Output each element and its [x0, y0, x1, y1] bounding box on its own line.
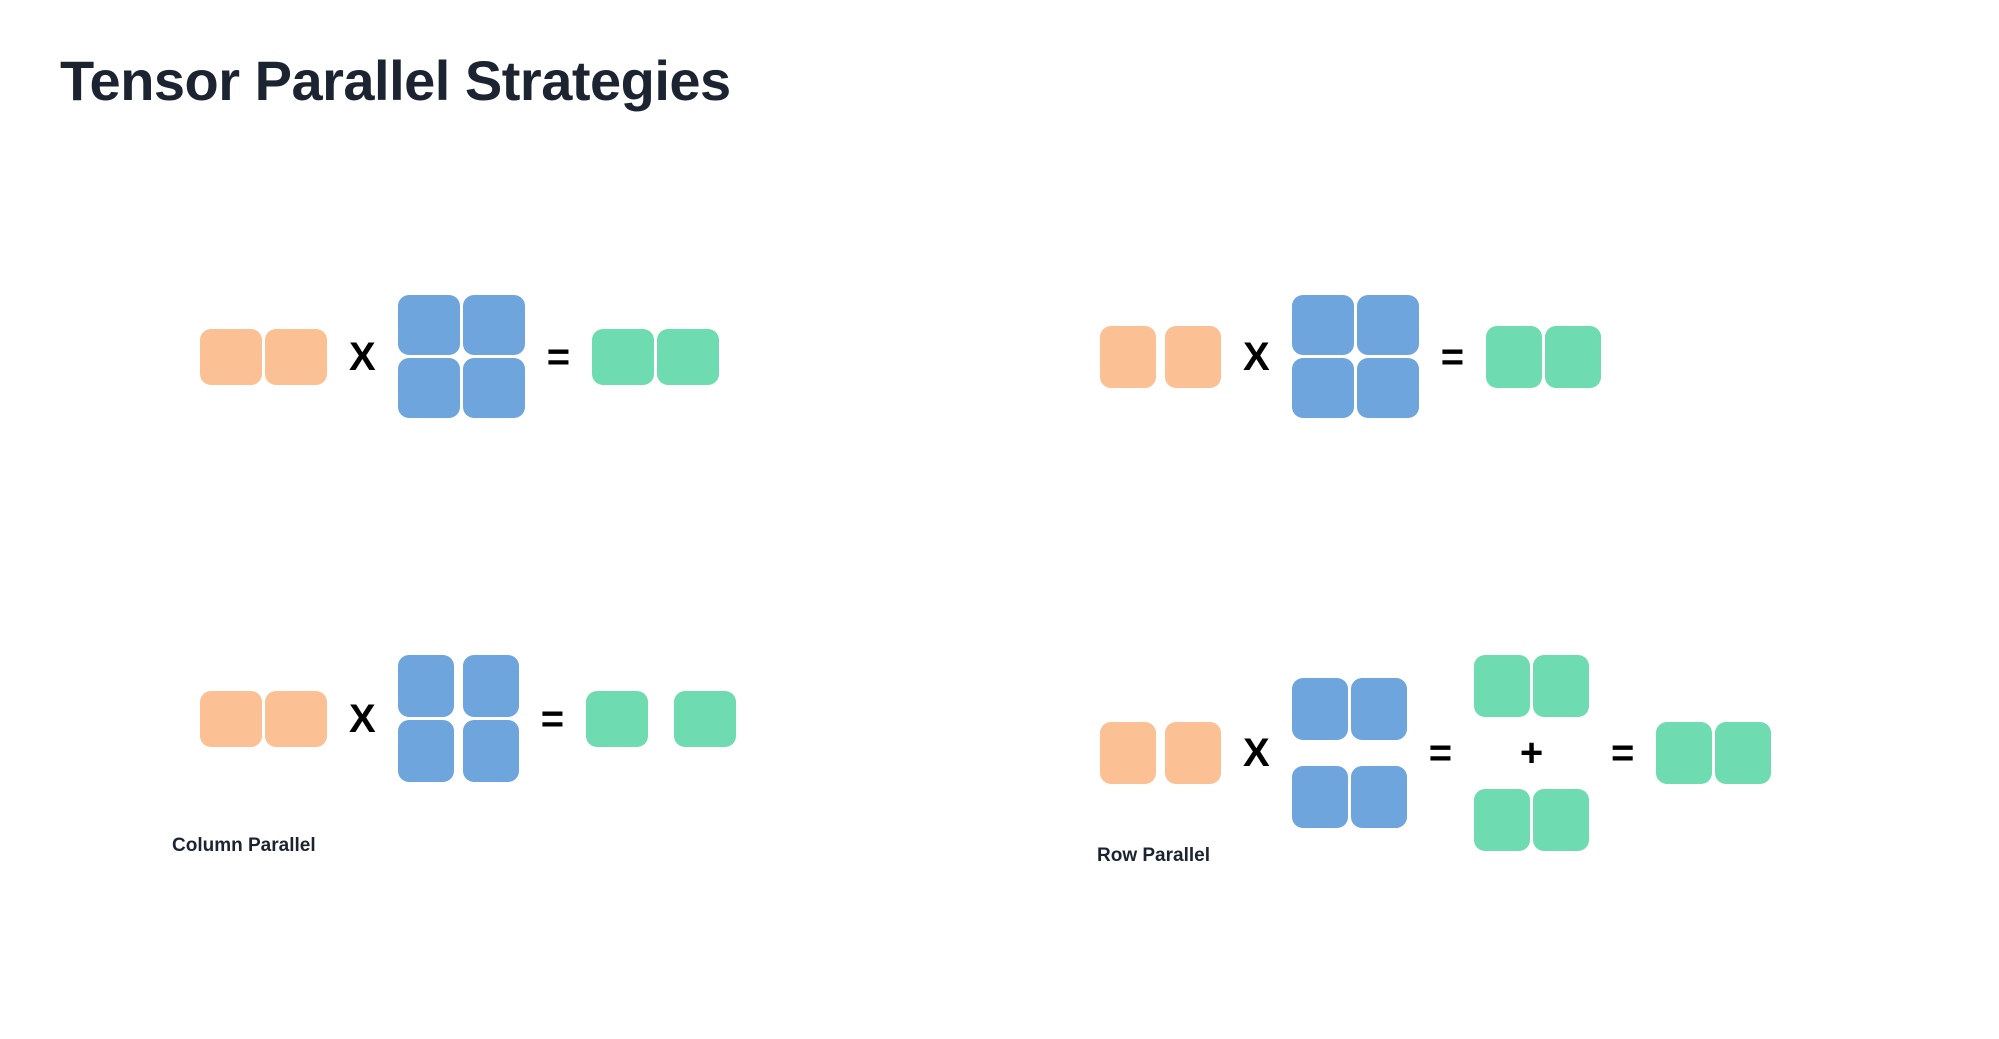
equals-operator: =	[1428, 731, 1453, 775]
matrix-row	[397, 720, 519, 782]
matrix-cell-orange	[200, 328, 262, 385]
multiply-operator: X	[349, 696, 376, 741]
matrix-row	[200, 690, 327, 747]
matrix-cell-green	[1533, 655, 1590, 717]
matrix-row	[1474, 655, 1590, 717]
matrix-row	[397, 295, 525, 355]
equals-operator: =	[1611, 731, 1635, 775]
matrix-cell-blue	[1291, 295, 1354, 355]
output-matrix-green-final	[1656, 722, 1772, 784]
matrix-row	[592, 328, 720, 385]
matrix-row	[397, 655, 519, 717]
input-matrix-orange	[200, 690, 327, 747]
label-row-parallel: Row Parallel	[1097, 845, 1210, 866]
plus-operator: +	[1519, 731, 1544, 775]
matrix-cell-orange	[200, 690, 262, 747]
matrix-cell-orange	[1100, 325, 1156, 388]
matrix-cell-blue	[1356, 295, 1419, 355]
matrix-row	[1100, 722, 1221, 784]
equals-operator: =	[546, 334, 571, 379]
matrix-cell-orange	[1165, 325, 1221, 388]
multiply-operator: X	[1243, 731, 1270, 775]
diagram-row-parallel-unsharded: X =	[1100, 295, 1602, 418]
page-title: Tensor Parallel Strategies	[60, 49, 731, 112]
matrix-cell-blue	[1291, 358, 1354, 418]
matrix-cell-green	[674, 690, 737, 747]
matrix-cell-blue	[462, 295, 525, 355]
diagram-row-parallel-sharded: X = + =	[1100, 655, 1772, 851]
matrix-cell-blue	[1291, 678, 1348, 740]
multiply-operator: X	[1243, 334, 1270, 379]
weight-matrix-blue	[1291, 295, 1419, 418]
matrix-cell-blue	[397, 358, 460, 418]
matrix-row	[1656, 722, 1772, 784]
matrix-cell-blue	[1350, 678, 1407, 740]
equals-operator: =	[540, 696, 565, 741]
matrix-cell-green	[1474, 655, 1531, 717]
matrix-row	[1291, 295, 1419, 355]
partial-output-matrix-green-2	[1474, 789, 1590, 851]
matrix-row	[1474, 789, 1590, 851]
matrix-cell-green	[1656, 722, 1713, 784]
matrix-cell-blue	[462, 358, 525, 418]
partial-sum-group: +	[1474, 655, 1590, 851]
matrix-cell-orange	[265, 690, 327, 747]
matrix-cell-green	[1486, 325, 1543, 388]
matrix-cell-blue	[397, 720, 454, 782]
input-matrix-orange-row-sharded	[1100, 722, 1221, 784]
matrix-cell-blue	[462, 655, 519, 717]
matrix-cell-orange	[1100, 722, 1156, 784]
partial-output-matrix-green-1	[1474, 655, 1590, 717]
matrix-cell-green	[1474, 789, 1531, 851]
matrix-cell-green	[1545, 325, 1602, 388]
diagram-column-parallel-sharded: X =	[200, 655, 737, 782]
matrix-cell-green	[586, 690, 649, 747]
input-matrix-orange	[200, 328, 327, 385]
output-matrix-green-column-sharded	[586, 690, 737, 747]
matrix-row	[200, 328, 327, 385]
matrix-cell-green	[657, 328, 720, 385]
matrix-row	[1291, 678, 1407, 740]
diagram-column-parallel-unsharded: X =	[200, 295, 720, 418]
matrix-cell-blue	[397, 295, 460, 355]
matrix-cell-blue	[1356, 358, 1419, 418]
matrix-cell-orange	[1165, 722, 1221, 784]
matrix-cell-green	[1533, 789, 1590, 851]
output-matrix-green	[1486, 325, 1602, 388]
matrix-row	[586, 690, 737, 747]
input-matrix-orange-row-sharded	[1100, 325, 1221, 388]
matrix-row	[397, 358, 525, 418]
output-matrix-green	[592, 328, 720, 385]
weight-matrix-blue-row-sharded	[1291, 678, 1407, 828]
label-column-parallel: Column Parallel	[172, 835, 316, 856]
matrix-cell-green	[1715, 722, 1772, 784]
matrix-row	[1291, 358, 1419, 418]
matrix-cell-green	[592, 328, 655, 385]
matrix-row	[1486, 325, 1602, 388]
matrix-row	[1100, 325, 1221, 388]
multiply-operator: X	[349, 334, 376, 379]
matrix-cell-blue	[397, 655, 454, 717]
matrix-cell-orange	[265, 328, 327, 385]
matrix-row	[1291, 766, 1407, 828]
equals-operator: =	[1440, 334, 1465, 379]
matrix-cell-blue	[1291, 766, 1348, 828]
matrix-cell-blue	[462, 720, 519, 782]
weight-matrix-blue	[397, 295, 525, 418]
matrix-cell-blue	[1350, 766, 1407, 828]
weight-matrix-blue-column-sharded	[397, 655, 519, 782]
